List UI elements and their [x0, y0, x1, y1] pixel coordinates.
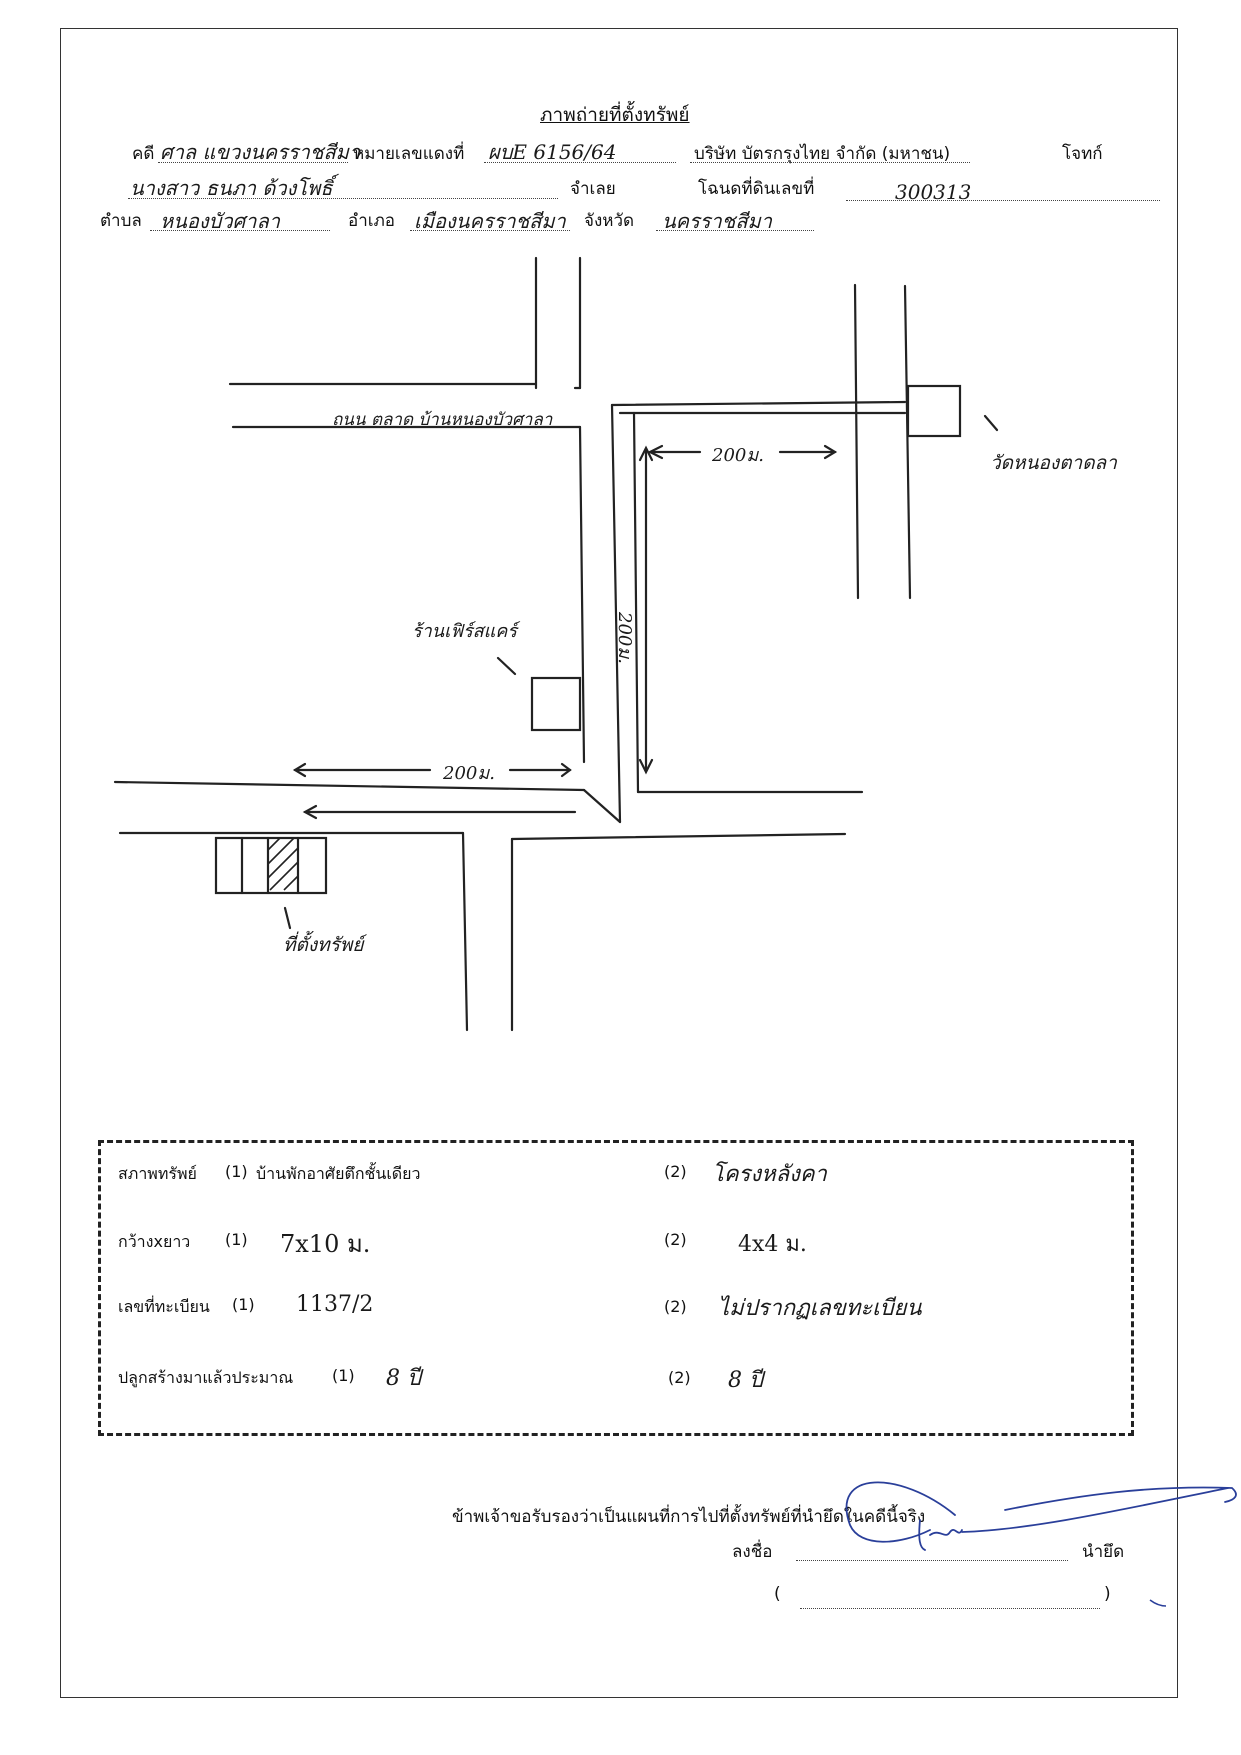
arrow-head [638, 758, 654, 775]
subdistrict-value: หนองบัวศาลา [160, 209, 280, 233]
distance-top: 200ม. [712, 445, 764, 466]
arrow-head [302, 804, 318, 820]
temple-pointer [983, 414, 999, 432]
age1-prefix: (1) [332, 1366, 355, 1385]
signature-line [796, 1560, 1068, 1561]
plaintiff-name: บริษัท บัตรกรุงไทย จำกัด (มหาชน) [694, 144, 951, 164]
age1-value: 8 ปี [386, 1366, 421, 1391]
plaintiff-dotline [690, 162, 970, 163]
arrow-head [823, 444, 838, 460]
condition2-value: โครงหลังคา [712, 1162, 827, 1187]
reg2-prefix: (2) [664, 1297, 687, 1316]
property-hatch [267, 837, 299, 891]
page-title: ภาพถ่ายที่ตั้งทรัพย์ [540, 104, 690, 126]
district-label: อำเภอ [348, 211, 395, 231]
plaintiff-label: โจทก์ [1062, 144, 1103, 164]
deed-dotline [846, 200, 1160, 201]
arrow-head [647, 444, 664, 460]
district-value: เมืองนครราชสีมา [414, 209, 566, 233]
red-no-label: หมายเลขแดงที่ [353, 144, 465, 164]
shop-label: ร้านเฟิร์สแคร์ [412, 621, 517, 642]
road-edge [461, 831, 469, 1032]
role-label: นำยึด [1082, 1542, 1125, 1562]
age-label: ปลูกสร้างมาแล้วประมาณ [118, 1368, 294, 1387]
subdistrict-dotline [150, 230, 330, 231]
temple-box [906, 384, 962, 438]
defendant-label: จำเลย [570, 179, 616, 199]
road-edge [853, 283, 860, 600]
arrow-head [292, 762, 307, 778]
page-frame [60, 28, 1178, 1698]
temple-label: วัดหนองตาดลา [990, 452, 1117, 474]
road-edge [582, 788, 622, 824]
road-edge [510, 832, 847, 841]
road-edge [903, 284, 912, 600]
road-edge [578, 425, 586, 764]
property-label: ที่ตั้งทรัพย์ [283, 934, 364, 956]
road-edge [113, 780, 586, 792]
case-court: ศาล แขวงนครราชสีมา [160, 140, 361, 164]
size1-value: 7x10 ม. [280, 1230, 371, 1258]
pen-mark [1149, 1599, 1167, 1607]
red-no-value: ผบE 6156/64 [488, 140, 617, 164]
property-pointer [283, 906, 292, 930]
name-line [800, 1608, 1100, 1609]
province-dotline [656, 230, 814, 231]
age2-prefix: (2) [668, 1368, 691, 1387]
reg2-value: ไม่ปรากฏเลขทะเบียน [718, 1296, 922, 1321]
certification-statement: ข้าพเจ้าขอรับรองว่าเป็นแผนที่การไปที่ตั้… [452, 1507, 926, 1527]
red-no-dotline [484, 162, 676, 163]
size2-prefix: (2) [664, 1230, 687, 1249]
distance-bottom: 200ม. [443, 763, 495, 784]
size2-value: 4x4 ม. [738, 1232, 807, 1257]
road-label: ถนน ตลาด บ้านหนองบัวศาลา [332, 410, 553, 430]
condition1-value: บ้านพักอาศัยตึกชั้นเดียว [256, 1164, 421, 1183]
case-label: คดี [132, 144, 155, 164]
defendant-name: นางสาว ธนภา ด้วงโพธิ์ [130, 176, 333, 200]
sign-label: ลงชื่อ [732, 1542, 773, 1562]
defendant-dotline [128, 198, 558, 199]
province-value: นครราชสีมา [662, 209, 772, 233]
reg-label: เลขที่ทะเบียน [118, 1297, 210, 1316]
case-dotline [158, 162, 348, 163]
arrow-head [638, 445, 654, 462]
name-paren-close: ) [1104, 1584, 1111, 1604]
road-edge [610, 403, 622, 824]
condition-label: สภาพทรัพย์ [118, 1164, 197, 1183]
property-block [214, 836, 328, 895]
age2-value: 8 ปี [728, 1368, 763, 1393]
name-paren-open: ( [774, 1584, 781, 1604]
condition2-prefix: (2) [664, 1162, 687, 1181]
shop-pointer [496, 656, 517, 676]
province-label: จังหวัด [584, 211, 635, 231]
district-dotline [410, 230, 570, 231]
arrow-head [560, 762, 572, 778]
size-label: กว้างxยาว [118, 1232, 191, 1251]
condition1-prefix: (1) [225, 1162, 248, 1181]
size1-prefix: (1) [225, 1230, 248, 1249]
subdistrict-label: ตำบล [100, 211, 142, 231]
reg1-prefix: (1) [232, 1295, 255, 1314]
reg1-value: 1137/2 [296, 1292, 374, 1317]
details-box [98, 1140, 1134, 1436]
deed-label: โฉนดที่ดินเลขที่ [698, 179, 815, 199]
road-edge [632, 411, 640, 794]
shop-box [530, 676, 582, 732]
